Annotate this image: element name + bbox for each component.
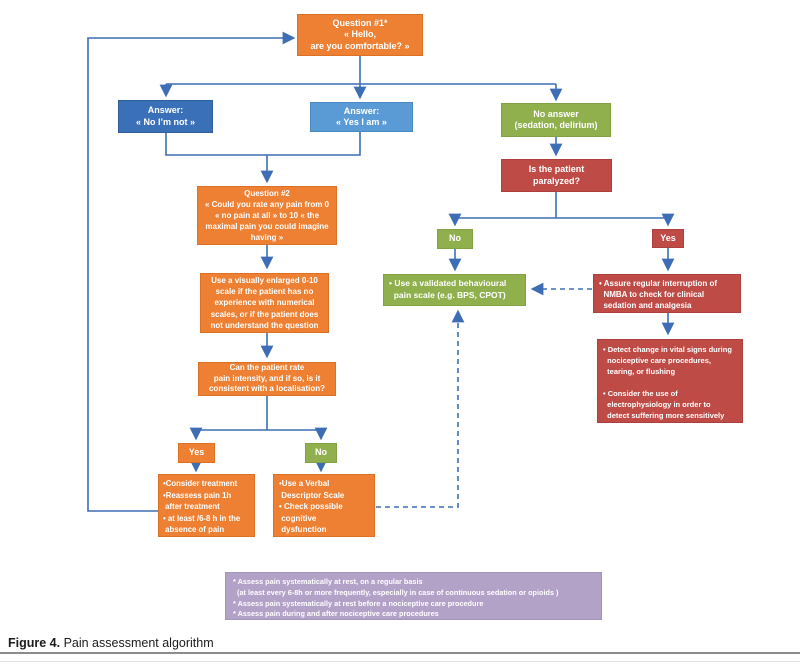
node-detect-vitals: • Detect change in vital signs during no… (597, 339, 743, 423)
figure-caption-number: Figure 4. (8, 636, 61, 650)
node-verbal-descriptor: •Use a Verbal Descriptor Scale • Check p… (273, 474, 375, 537)
node-enlarged-scale: Use a visually enlarged 0-10 scale if th… (200, 273, 329, 333)
connector-verbal-to-behavioural-dashed (376, 309, 465, 508)
node-no-answer: No answer (sedation, delirium) (501, 103, 611, 137)
bottom-rule (0, 652, 800, 654)
node-answer-yes: Answer: « Yes I am » (310, 102, 413, 132)
node-question2: Question #2 « Could you rate any pain fr… (197, 186, 337, 245)
node-rate-yes: Yes (178, 443, 215, 463)
node-paralyzed-no: No (437, 229, 473, 249)
node-behavioural-scale: • Use a validated behavioural pain scale… (383, 274, 526, 306)
node-answer-no: Answer: « No I’m not » (118, 100, 213, 133)
connector-answers-merge (165, 132, 361, 156)
node-rate-no: No (305, 443, 337, 463)
node-question1: Question #1* « Hello, are you comfortabl… (297, 14, 423, 56)
figure-caption: Figure 4. Pain assessment algorithm (8, 636, 214, 650)
node-consider-treatment: •Consider treatment •Reassess pain 1h af… (158, 474, 255, 537)
node-paralyzed-yes: Yes (652, 229, 684, 248)
connector-feedback-loop (87, 31, 296, 512)
figure-caption-text: Pain assessment algorithm (60, 636, 214, 650)
bottom-rule-soft (0, 661, 800, 662)
node-footnote: * Assess pain systematically at rest, on… (225, 572, 602, 620)
node-nmba: • Assure regular interruption of NMBA to… (593, 274, 741, 313)
node-paralyzed-question: Is the patient paralyzed? (501, 159, 612, 192)
node-can-rate: Can the patient rate pain intensity, and… (198, 362, 336, 396)
